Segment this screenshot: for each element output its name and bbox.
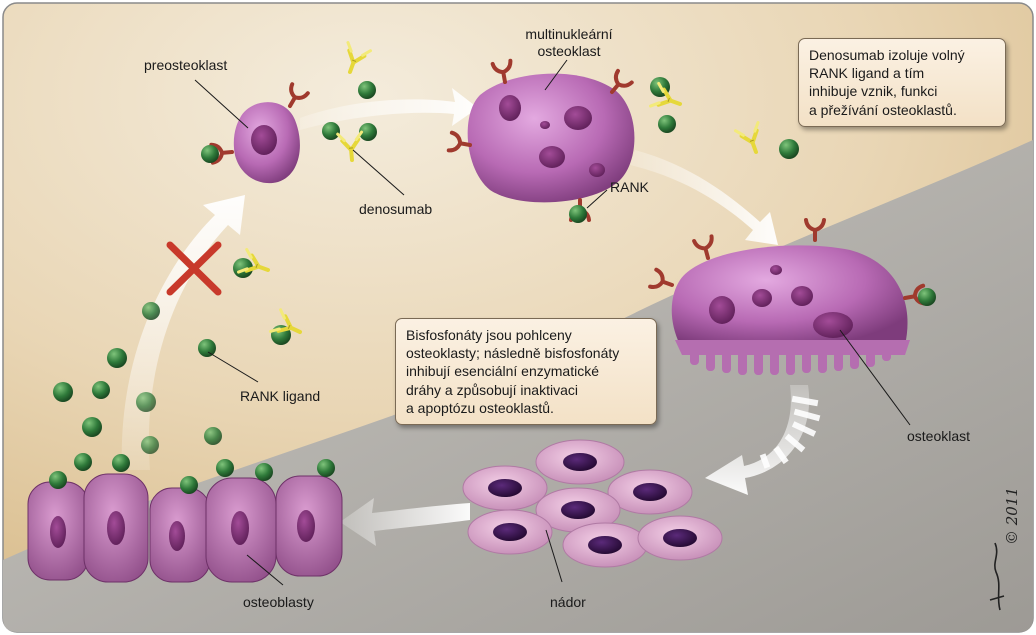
- tumor-cell: [637, 515, 723, 561]
- info-denosumab-line3: inhibuje vznik, funkci: [809, 83, 938, 100]
- arrow-osteoblasts-to-pre: [121, 195, 245, 470]
- tumor-cells: [462, 439, 723, 568]
- info-bisfosfonaty-line4: dráhy a způsobují inaktivaci: [406, 381, 578, 398]
- label-rank: RANK: [610, 179, 649, 195]
- rank-ligand-sphere: [49, 471, 67, 489]
- rank-ligand-sphere: [136, 392, 156, 412]
- osteoblast-cell: [83, 473, 149, 583]
- label-nador: nádor: [550, 594, 586, 610]
- denosumab-antibody-icon: [336, 40, 376, 99]
- tumor-cell: [607, 469, 693, 515]
- info-bisfosfonaty-line2: osteoklasty; následně bisfosfonáty: [406, 345, 620, 362]
- arrows: [121, 88, 821, 546]
- arrow-tumor-to-osteoblasts: [340, 498, 470, 546]
- label-osteoklast: osteoklast: [907, 428, 971, 444]
- info-bisfosfonaty-line3: inhibují esenciální enzymatické: [406, 363, 599, 380]
- copyright-text: © 2011: [1003, 487, 1021, 545]
- info-bisfosfonaty-line5: a apoptózu osteoklastů.: [406, 399, 554, 416]
- label-rank-ligand: RANK ligand: [240, 388, 321, 404]
- tumor-cell: [535, 439, 625, 485]
- inhibition-x-icon: [166, 241, 222, 296]
- info-bisfosfonaty-line1: Bisfosfonáty jsou pohlceny: [406, 327, 572, 343]
- denosumab-antibody-icon: [322, 122, 377, 164]
- rank-ligand-sphere: [255, 463, 273, 481]
- rank-ligand-sphere: [112, 454, 130, 472]
- rank-ligand-sphere: [141, 436, 159, 454]
- label-preosteoklast: preosteoklast: [144, 57, 228, 73]
- leader-lines: [194, 59, 911, 586]
- label-multinuclear-line1: multinukleární: [525, 26, 613, 42]
- denosumab-antibody-icon: [648, 77, 687, 133]
- rank-ligand-sphere: [198, 339, 216, 357]
- rank-ligand-sphere: [180, 476, 198, 494]
- artist-signature: [989, 542, 1005, 611]
- rank-ligand-sphere: [216, 459, 234, 477]
- rank-ligand-sphere: [53, 382, 73, 402]
- rank-ligand-sphere: [107, 348, 127, 368]
- arrow-stripes: [759, 395, 821, 469]
- osteoblast-cell: [205, 477, 277, 583]
- rank-ligand-sphere: [204, 427, 222, 445]
- osteoblast-cell: [27, 481, 89, 581]
- rank-ligand-sphere: [74, 453, 92, 471]
- osteoblast-cell: [275, 475, 343, 577]
- info-box-bisfosfonaty: Bisfosfonáty jsou pohlceny osteoklasty; …: [395, 318, 657, 425]
- osteoblast-cells: [27, 473, 343, 583]
- rank-ligand-sphere: [82, 417, 102, 437]
- tumor-cell: [462, 465, 548, 511]
- rank-ligand-sphere: [142, 302, 160, 320]
- label-osteoblasty: osteoblasty: [243, 594, 314, 610]
- denosumab-complexes: [233, 40, 799, 345]
- rank-ligands: [49, 302, 335, 494]
- tumor-cell: [467, 509, 553, 555]
- arrow-pre-to-multi: [300, 88, 478, 130]
- info-denosumab-line2: RANK ligand a tím: [809, 65, 925, 82]
- osteoblast-cell: [149, 487, 211, 583]
- info-box-denosumab: Denosumab izoluje volný RANK ligand a tí…: [798, 38, 1006, 127]
- denosumab-antibody-icon: [733, 120, 799, 159]
- rank-ligand-sphere: [317, 459, 335, 477]
- denosumab-antibody-icon: [233, 247, 275, 284]
- arrow-multi-to-osteoclast: [630, 150, 778, 245]
- label-multinuclear-line2: osteoklast: [537, 42, 601, 59]
- tumor-cell: [562, 522, 648, 568]
- rank-ligand-sphere: [92, 381, 110, 399]
- osteoclast-cell: [648, 218, 936, 375]
- denosumab-antibody-icon: [268, 307, 308, 345]
- arrow-osteoclast-to-tumor: [705, 385, 810, 495]
- label-denosumab: denosumab: [359, 201, 433, 217]
- info-denosumab-line4: a přežívání osteoklastů.: [809, 101, 957, 118]
- preosteoclast-cell: [201, 82, 310, 184]
- label-multinuclear-osteoclast: multinukleární osteoklast: [524, 26, 614, 60]
- info-denosumab-line1: Denosumab izoluje volný: [809, 47, 965, 63]
- multinuclear-osteoclast-cell: [446, 58, 635, 223]
